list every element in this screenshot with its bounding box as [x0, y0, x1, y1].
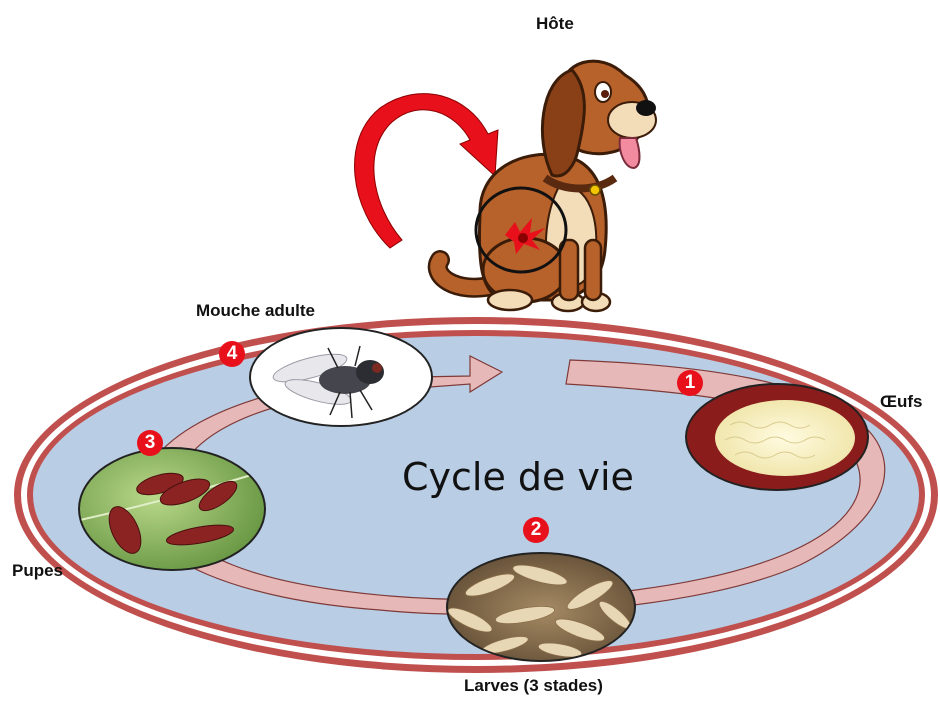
diagram-title: Cycle de vie	[402, 455, 634, 499]
stage-2-badge: 2	[523, 517, 549, 543]
stage-3-badge: 3	[137, 430, 163, 456]
stage-4-badge: 4	[219, 341, 245, 367]
host-label: Hôte	[536, 14, 574, 34]
stage-4-label: Mouche adulte	[196, 301, 315, 321]
stage-1-badge: 1	[677, 370, 703, 396]
stage-1-label: Œufs	[880, 392, 923, 412]
stage-3-label: Pupes	[12, 561, 63, 581]
fly-photo	[249, 327, 433, 427]
stage-2-label: Larves (3 stades)	[464, 676, 603, 696]
dog-icon	[438, 61, 656, 311]
